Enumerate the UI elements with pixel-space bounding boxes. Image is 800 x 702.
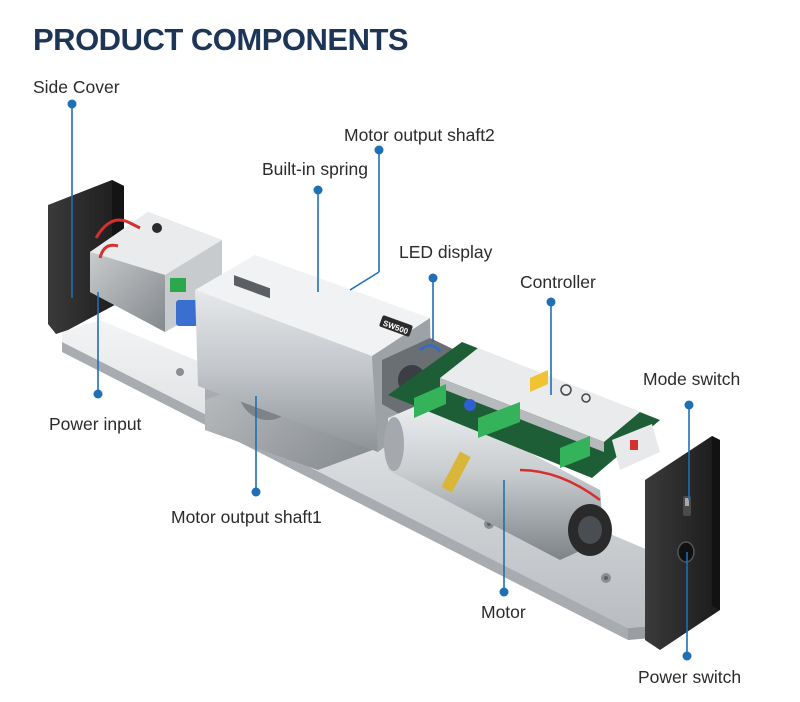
callout-dot-mode-switch (684, 400, 694, 410)
callout-dot-built-in-spring (313, 185, 323, 195)
callout-dot-motor-output-shaft1 (251, 487, 261, 497)
callout-dot-power-input (93, 389, 103, 399)
label-power-input: Power input (49, 414, 142, 434)
label-side-cover: Side Cover (33, 77, 120, 97)
motor-cylinder (384, 400, 612, 560)
callout-dot-motor (499, 587, 509, 597)
side-cover-right (645, 436, 720, 650)
label-mode-switch: Mode switch (643, 369, 741, 389)
power-input-box (90, 212, 222, 332)
callout-dot-power-switch (682, 651, 692, 661)
callout-dots (67, 99, 694, 661)
label-motor-output-shaft1: Motor output shaft1 (171, 507, 322, 527)
callout-dot-controller (546, 297, 556, 307)
callout-dot-side-cover (67, 99, 77, 109)
callout-dot-motor-output-shaft2 (374, 145, 384, 155)
power-switch-icon (677, 541, 695, 563)
callout-dot-led-display (428, 273, 438, 283)
label-power-switch: Power switch (638, 667, 742, 687)
callout-lines (71, 104, 690, 656)
label-controller: Controller (520, 272, 596, 292)
label-built-in-spring: Built-in spring (262, 159, 369, 179)
label-motor: Motor (481, 602, 526, 622)
page-title: PRODUCT COMPONENTS (33, 22, 409, 57)
controller-board (388, 342, 660, 478)
label-led-display: LED display (399, 242, 493, 262)
label-motor-output-shaft2: Motor output shaft2 (344, 125, 495, 145)
